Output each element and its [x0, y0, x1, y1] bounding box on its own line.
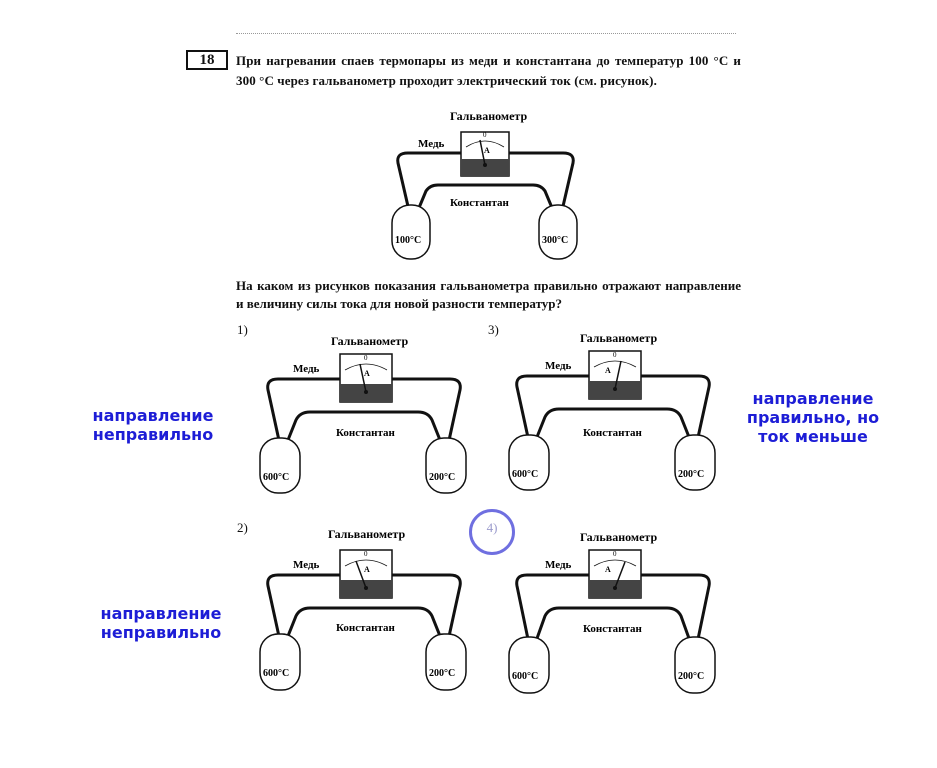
svg-text:А: А [364, 369, 370, 378]
svg-text:А: А [364, 565, 370, 574]
thermocouple-main-figure: Гальванометр Медь 0 А Константан 100°С 3… [391, 109, 578, 260]
svg-text:600°С: 600°С [263, 668, 289, 679]
svg-text:А: А [605, 366, 611, 375]
svg-text:Константан: Константан [583, 427, 643, 439]
galvanometer-label: Гальванометр [450, 109, 527, 123]
right-junction-temp: 300°С [542, 235, 568, 246]
svg-text:Гальванометр: Гальванометр [328, 527, 405, 541]
svg-text:Константан: Константан [336, 622, 396, 634]
option-3-comment: направление правильно, но ток меньше [746, 389, 880, 446]
svg-text:Гальванометр: Гальванометр [580, 331, 657, 345]
svg-text:Гальванометр: Гальванометр [580, 530, 657, 544]
left-junction-temp: 100°С [395, 235, 421, 246]
constantan-label: Константан [450, 197, 510, 209]
task-number-box: 18 [186, 50, 228, 70]
svg-text:200°С: 200°С [429, 668, 455, 679]
option-1-comment: направление неправильно [92, 406, 214, 444]
galvanometer-icon: 0 А [588, 549, 642, 599]
page-cut-edge [236, 33, 736, 37]
option-1-figure: Гальванометр Медь 0 А Константан 600°С 2… [259, 334, 467, 494]
option-3-figure: Гальванометр Медь 0 А Константан 600°С 2… [508, 331, 716, 491]
svg-text:0: 0 [364, 354, 368, 362]
svg-text:600°С: 600°С [263, 472, 289, 483]
svg-text:Гальванометр: Гальванометр [331, 334, 408, 348]
option-2-figure: Гальванометр Медь 0 А Константан 600°С 2… [259, 527, 467, 691]
svg-text:600°С: 600°С [512, 671, 538, 682]
galvanometer-icon: 0 А [460, 131, 510, 177]
svg-text:Медь: Медь [545, 360, 572, 372]
option-1-label: 1) [237, 322, 248, 337]
svg-text:А: А [484, 146, 490, 155]
galvanometer-icon: 0 А [339, 353, 393, 403]
svg-text:0: 0 [613, 550, 617, 558]
galvanometer-icon: 0 А [588, 350, 642, 400]
svg-text:Константан: Константан [583, 623, 643, 635]
option-4-label: 4) [486, 520, 498, 535]
svg-text:600°С: 600°С [512, 469, 538, 480]
svg-text:Медь: Медь [293, 363, 320, 375]
copper-label: Медь [418, 138, 445, 150]
option-3-label: 3) [488, 322, 499, 337]
option-4-figure: Гальванометр Медь 0 А Константан 600°С 2… [508, 530, 716, 694]
svg-text:200°С: 200°С [678, 469, 704, 480]
svg-text:200°С: 200°С [429, 472, 455, 483]
svg-text:Медь: Медь [545, 559, 572, 571]
option-2-comment: направление неправильно [100, 604, 222, 642]
svg-text:Медь: Медь [293, 559, 320, 571]
svg-text:0: 0 [364, 550, 368, 558]
task-statement: При нагревании спаев термопары из меди и… [236, 53, 741, 88]
svg-text:200°С: 200°С [678, 671, 704, 682]
option-2-label: 2) [237, 520, 248, 535]
svg-text:0: 0 [613, 351, 617, 359]
svg-text:А: А [605, 565, 611, 574]
answer-4-selection-circle: 4) [469, 509, 515, 555]
svg-text:Константан: Константан [336, 427, 396, 439]
question-text: На каком из рисунков показания гальваном… [236, 278, 741, 311]
svg-text:0: 0 [483, 131, 487, 139]
galvanometer-icon: 0 А [339, 549, 393, 599]
